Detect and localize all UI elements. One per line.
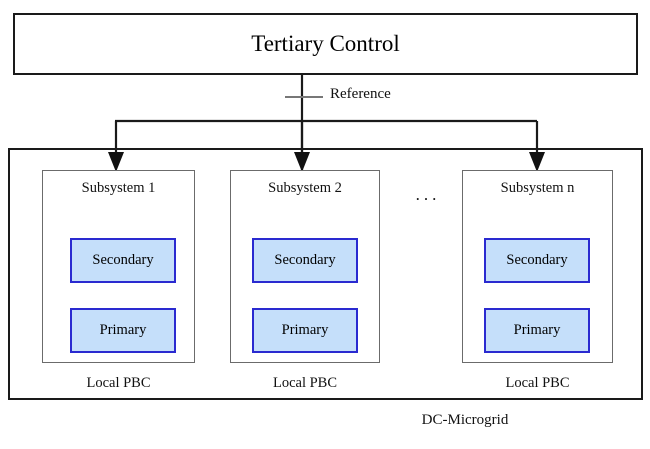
subsystem-n-secondary-block: Secondary bbox=[484, 238, 590, 283]
subsystem-2-secondary-label: Secondary bbox=[274, 252, 336, 268]
reference-label: Reference bbox=[330, 86, 391, 102]
dc-microgrid-caption: DC-Microgrid bbox=[421, 412, 509, 428]
subsystem-1-primary-label: Primary bbox=[99, 322, 147, 338]
tertiary-control-box: Tertiary Control bbox=[13, 13, 638, 75]
subsystem-2-footer: Local PBC bbox=[272, 375, 338, 391]
subsystem-2-title: Subsystem 2 bbox=[268, 180, 342, 196]
subsystem-n-primary-label: Primary bbox=[513, 322, 561, 338]
tertiary-control-label: Tertiary Control bbox=[251, 31, 400, 56]
dc-microgrid-container bbox=[8, 148, 643, 400]
subsystem-2-primary-block: Primary bbox=[252, 308, 358, 353]
subsystem-n-primary-block: Primary bbox=[484, 308, 590, 353]
subsystem-n-footer: Local PBC bbox=[505, 375, 570, 391]
subsystem-1-footer: Local PBC bbox=[86, 375, 151, 391]
subsystem-n-secondary-label: Secondary bbox=[506, 252, 568, 268]
subsystem-1-title: Subsystem 1 bbox=[81, 180, 156, 196]
subsystem-2-secondary-block: Secondary bbox=[252, 238, 358, 283]
subsystem-1-primary-block: Primary bbox=[70, 308, 176, 353]
subsystem-ellipsis: ... bbox=[415, 185, 441, 204]
subsystem-2-primary-label: Primary bbox=[281, 322, 329, 338]
subsystem-1-secondary-label: Secondary bbox=[92, 252, 154, 268]
subsystem-n-title: Subsystem n bbox=[500, 180, 575, 196]
subsystem-1-secondary-block: Secondary bbox=[70, 238, 176, 283]
